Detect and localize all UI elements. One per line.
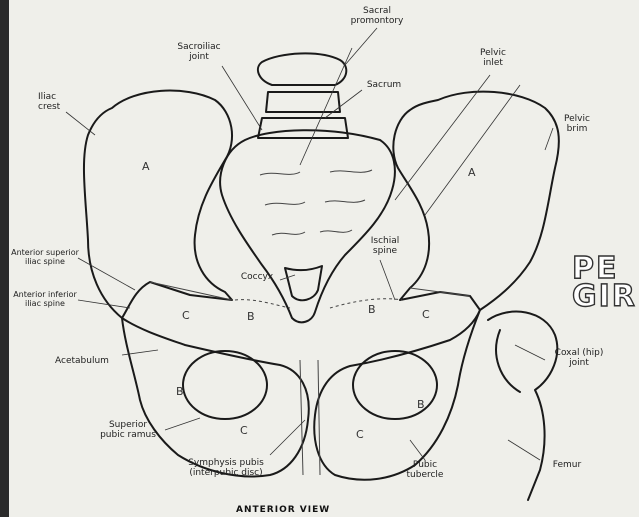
label-anterior-inferior-iliac-spine: Anterior inferior iliac spine — [9, 290, 81, 308]
right-pubis-outline — [314, 310, 480, 480]
label-coccyx: Coccyx — [232, 272, 282, 282]
label-pelvic-inlet: Pelvic inlet — [472, 48, 514, 68]
region-c-left-lower: C — [240, 424, 248, 437]
label-sacrum: Sacrum — [360, 80, 408, 90]
label-anterior-superior-iliac-spine: Anterior superior iliac spine — [9, 248, 81, 266]
region-b-right-upper: B — [368, 303, 376, 316]
label-coxal-hip-joint: Coxal (hip) joint — [544, 348, 614, 368]
region-b-right-lower: B — [417, 398, 425, 411]
footer-anterior-view: ANTERIOR VIEW — [236, 505, 330, 515]
region-b-left-upper: B — [247, 310, 255, 323]
vertebra-middle — [266, 92, 340, 112]
left-pubis-outline — [122, 318, 309, 476]
region-b-left-lower: B — [176, 385, 184, 398]
label-iliac-crest: Iliac crest — [38, 92, 78, 112]
label-sacral-promontory: Sacral promontory — [340, 6, 414, 26]
label-symphysis-pubis: Symphysis pubis (interpubic disc) — [166, 458, 286, 478]
femur-outline — [488, 312, 557, 500]
label-sacroiliac-joint: Sacroiliac joint — [164, 42, 234, 62]
right-ilium-outline — [393, 92, 559, 310]
region-c-left-upper: C — [182, 309, 190, 322]
label-acetabulum: Acetabulum — [42, 356, 122, 366]
label-pelvic-brim: Pelvic brim — [552, 114, 602, 134]
region-a-right: A — [468, 166, 476, 179]
label-femur: Femur — [542, 460, 592, 470]
label-ischial-spine: Ischial spine — [360, 236, 410, 256]
region-c-right-upper: C — [422, 308, 430, 321]
region-a-left: A — [142, 160, 150, 173]
vertebra-lower — [258, 118, 348, 138]
vertebra-top — [258, 53, 346, 85]
region-c-right-lower: C — [356, 428, 364, 441]
label-superior-pubic-ramus: Superior pubic ramus — [90, 420, 166, 440]
coccyx-outline — [285, 266, 322, 300]
label-pubic-tubercle: Pubic tubercle — [400, 460, 450, 480]
left-obturator-foramen — [183, 351, 267, 419]
sacrum-outline — [220, 130, 395, 322]
side-title-line2: GIR — [572, 283, 637, 311]
